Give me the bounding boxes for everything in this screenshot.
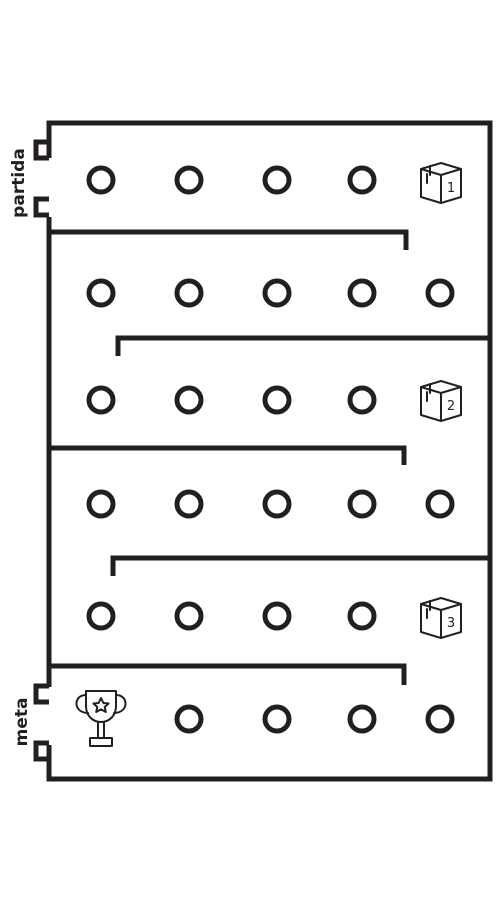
track-walls [49, 229, 490, 685]
board-space[interactable] [347, 278, 377, 308]
board-space[interactable] [262, 278, 292, 308]
board-space[interactable] [262, 601, 292, 631]
board-space[interactable] [262, 489, 292, 519]
board-space[interactable] [174, 278, 204, 308]
board-space[interactable] [86, 489, 116, 519]
box-number: 2 [447, 399, 455, 414]
board-space[interactable] [86, 278, 116, 308]
board-space[interactable] [174, 385, 204, 415]
finish-label: meta [12, 698, 32, 747]
finish-gate [33, 683, 49, 762]
start-gate [33, 139, 49, 218]
board-space[interactable] [347, 601, 377, 631]
trophy-icon [75, 690, 127, 747]
board-space[interactable] [86, 165, 116, 195]
board-space[interactable] [262, 165, 292, 195]
track-wall-2 [115, 335, 490, 356]
board-space[interactable] [347, 489, 377, 519]
board-space[interactable] [174, 489, 204, 519]
box-space-3[interactable]: 3 [420, 597, 462, 639]
board-space[interactable] [425, 704, 455, 734]
box-number: 3 [447, 616, 455, 631]
box-icon [420, 380, 462, 422]
board-space[interactable] [174, 704, 204, 734]
track-wall-3 [49, 445, 407, 465]
start-label: partida [9, 148, 29, 218]
board-space[interactable] [347, 704, 377, 734]
finish-space[interactable] [75, 690, 127, 747]
box-space-2[interactable]: 2 [420, 380, 462, 422]
board-space[interactable] [262, 704, 292, 734]
track-wall-1 [49, 229, 409, 250]
board-space[interactable] [86, 601, 116, 631]
box-icon [420, 597, 462, 639]
board-space[interactable] [425, 278, 455, 308]
board-space[interactable] [425, 489, 455, 519]
board-space[interactable] [174, 165, 204, 195]
board-space[interactable] [86, 385, 116, 415]
box-space-1[interactable]: 1 [420, 162, 462, 204]
board-space[interactable] [262, 385, 292, 415]
board-space[interactable] [347, 165, 377, 195]
track-wall-4 [110, 555, 490, 576]
track-wall-5 [49, 663, 407, 685]
box-number: 1 [447, 181, 455, 196]
board-space[interactable] [347, 385, 377, 415]
board-frame [46, 120, 493, 782]
box-icon [420, 162, 462, 204]
board-space[interactable] [174, 601, 204, 631]
